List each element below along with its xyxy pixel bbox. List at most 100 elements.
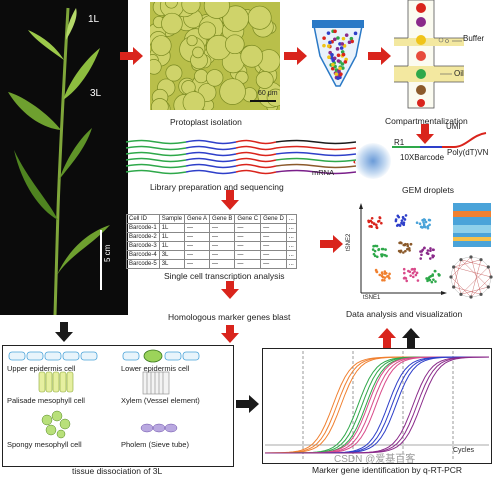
- tsne-point: [408, 270, 412, 274]
- amplification-curve: [265, 356, 489, 454]
- tsne-point: [438, 273, 441, 277]
- blast-caption: Homologous marker genes blast: [168, 312, 291, 322]
- protoplast-cell: [219, 78, 246, 105]
- library-strand-segment: [275, 145, 356, 151]
- table-cell: ...: [285, 232, 297, 242]
- table-cell: 1L: [158, 232, 186, 242]
- table-header-cell: Sample: [158, 214, 186, 224]
- table-cell: —: [234, 259, 262, 269]
- amplification-curve: [265, 356, 489, 454]
- tsne-point: [408, 249, 411, 252]
- tsne-point: [418, 222, 422, 225]
- tsne-point: [411, 267, 414, 271]
- tsne-point: [370, 216, 374, 220]
- library-strand-segment: [185, 169, 237, 175]
- tsne-point: [375, 255, 379, 259]
- compartment-caption: Compartmentalization: [385, 116, 468, 126]
- tsne-point: [384, 248, 387, 251]
- pcr-xlabel: Cycles: [453, 447, 475, 454]
- library-strand-segment: [275, 169, 356, 175]
- barcode-label: 10XBarcode: [400, 153, 445, 162]
- tube-cell-dot: [326, 31, 331, 35]
- tsne-point: [429, 249, 432, 253]
- arrow-table-to-blast: [221, 281, 239, 299]
- protoplast-cell: [164, 2, 178, 9]
- tsne-point: [426, 249, 430, 252]
- table-cell: ...: [285, 259, 297, 269]
- table-row: Barcode-3 1L — — — — ...: [126, 241, 297, 251]
- table-row: Barcode-5 3L — — — — ...: [126, 259, 297, 269]
- library-strand-segment: [185, 145, 237, 151]
- protoplast-cell: [225, 34, 245, 55]
- table-header-cell: ...: [285, 214, 297, 224]
- tsne-point: [420, 253, 423, 257]
- tsne-point: [402, 251, 405, 254]
- tsne-point: [416, 279, 420, 282]
- table-cell: —: [209, 250, 236, 260]
- tsne-point: [383, 278, 386, 282]
- table-header-cell: Cell ID: [126, 214, 160, 224]
- tube-cell-dot: [330, 52, 334, 57]
- tea-plant-illustration: [8, 7, 110, 316]
- tsne-point: [406, 243, 409, 246]
- tsne-point: [404, 249, 407, 253]
- network-edge: [470, 276, 492, 298]
- amplification-curve: [265, 356, 490, 454]
- oil-label: Oil: [454, 69, 464, 78]
- table-cell: —: [184, 250, 211, 260]
- tsne-point: [432, 278, 435, 281]
- library-strand-segment: [126, 145, 187, 151]
- library-strand-segment: [235, 139, 277, 145]
- xylem-drawing: [142, 371, 170, 395]
- library-strand-segment: [126, 163, 187, 169]
- protoplast-cell: [255, 71, 274, 89]
- tube-cell-dot: [339, 72, 343, 76]
- table-cell: —: [209, 259, 236, 269]
- tsne-xlabel: tSNE1: [363, 295, 381, 301]
- network-edge: [453, 266, 462, 295]
- bead-oligo: [392, 132, 487, 148]
- protoplast-cell: [198, 21, 217, 40]
- tissue-palisade-label: Palisade mesophyll cell: [7, 396, 85, 405]
- library-strand-segment: [126, 151, 187, 157]
- tsne-point: [425, 251, 429, 255]
- tsne-point: [387, 274, 390, 278]
- amplification-curve: [265, 356, 489, 454]
- tsne-point: [422, 221, 425, 224]
- tsne-point: [402, 267, 406, 271]
- network-node: [469, 255, 473, 259]
- table-header-cell: Gene C: [234, 214, 262, 224]
- library-strand-segment: [275, 139, 356, 145]
- amplification-curve: [265, 356, 489, 454]
- buffer-label: Buffer: [463, 34, 485, 43]
- tube-cell-dot: [339, 46, 344, 50]
- expression-table: Cell ID Sample Gene A Gene B Gene C Gene…: [126, 214, 297, 269]
- tube-cell-dot: [328, 40, 332, 45]
- network-edge: [453, 259, 462, 288]
- tsne-point: [404, 277, 408, 280]
- tsne-panel: tSNE1 tSNE2: [345, 203, 493, 323]
- tube-cell-dot: [340, 62, 345, 66]
- library-strand-segment: [185, 139, 237, 145]
- table-cell: —: [234, 250, 262, 260]
- tsne-point: [381, 253, 384, 256]
- protoplast-cell: [181, 2, 201, 14]
- library-strand-segment: [185, 151, 237, 157]
- protoplast-cell: [266, 88, 280, 107]
- tsne-point: [423, 246, 426, 250]
- tsne-point: [383, 253, 387, 257]
- arrow-plant-down: [55, 322, 73, 342]
- tube-cell-dot: [341, 36, 346, 41]
- tsne-point: [381, 278, 384, 282]
- tsne-point: [428, 275, 431, 279]
- tsne-point: [405, 279, 409, 283]
- tsne-point: [404, 214, 408, 217]
- tube-cell-dot: [335, 47, 340, 51]
- table-cell: 3L: [158, 259, 186, 269]
- pcr-box: Cycles: [262, 348, 492, 464]
- tube-cell-dot: [340, 42, 345, 46]
- library-strand-segment: [185, 163, 237, 169]
- tube-cell-dot: [322, 43, 326, 48]
- tube-cell-dot: [327, 55, 331, 60]
- network-node: [459, 292, 463, 296]
